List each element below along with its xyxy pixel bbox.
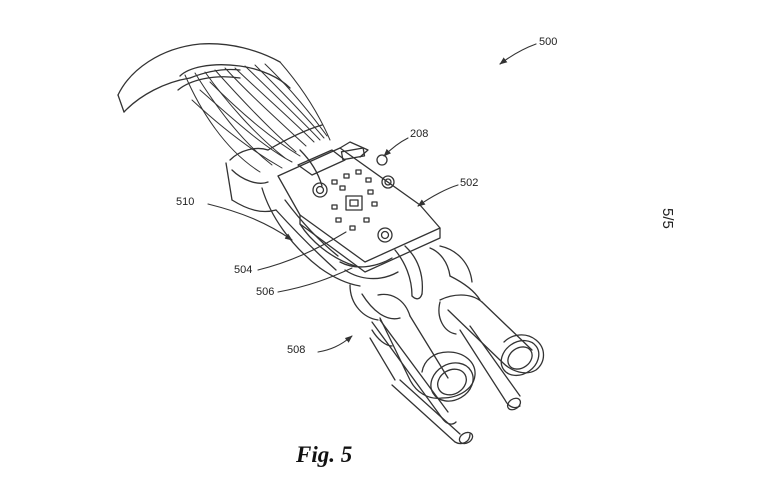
label-connector-end: 508: [287, 344, 306, 356]
cable-jacket: [117, 43, 281, 113]
leader-lines: [207, 43, 537, 353]
left-connector: [349, 284, 476, 445]
bundle-collars: [177, 64, 323, 213]
label-board-surface: 502: [460, 177, 479, 189]
label-circuit-board: 208: [410, 128, 429, 140]
circuit-board: [277, 141, 441, 273]
page-number: 5/5: [659, 208, 676, 229]
label-assembly: 500: [539, 36, 558, 48]
figure-caption: Fig. 5: [296, 442, 353, 467]
label-sleeve: 510: [176, 196, 195, 208]
label-lower-layer: 504: [234, 264, 253, 276]
strap: [299, 223, 424, 300]
right-connector: [429, 245, 545, 411]
label-strap: 506: [256, 286, 275, 298]
sleeve-body: [261, 149, 361, 287]
